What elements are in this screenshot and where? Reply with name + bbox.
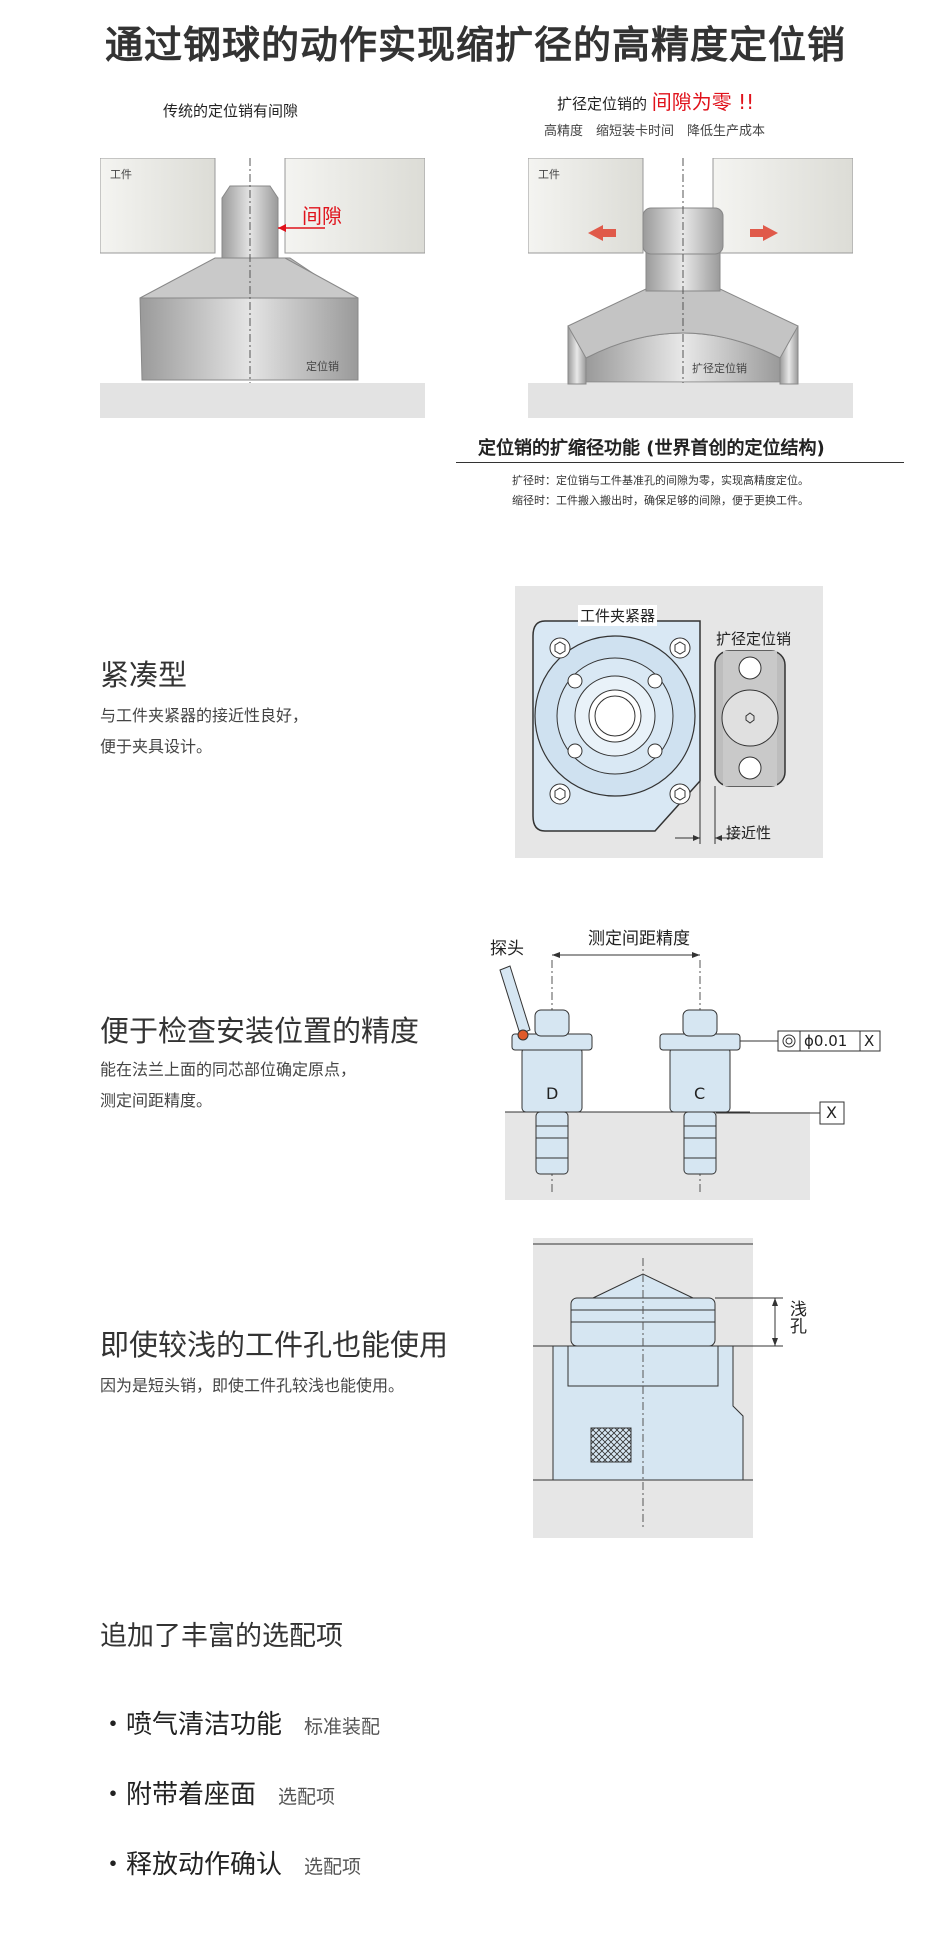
mark-c: C: [694, 1084, 706, 1103]
mark-d: D: [546, 1084, 559, 1103]
option-tag: 选配项: [278, 1786, 336, 1808]
gap-label: 间隙: [302, 204, 342, 228]
bullet-dot: ・: [100, 1850, 127, 1880]
workpiece-left-block: [100, 158, 216, 254]
tolerance-value: ϕ0.01: [804, 1032, 848, 1050]
measure-label: 测定间距精度: [588, 929, 690, 949]
proximity-label: 接近性: [726, 824, 772, 842]
right-subcaption: 高精度 缩短装卡时间 降低生产成本: [544, 124, 766, 139]
workpiece-label-right: 工件: [538, 168, 560, 181]
feature-compact-desc: 与工件夹紧器的接近性良好， 便于夹具设计。: [100, 700, 308, 762]
feature-inspection-line: 测定间距精度。: [100, 1091, 213, 1110]
right-pin-label: 扩径定位销: [692, 362, 747, 375]
page-title: 通过钢球的动作实现缩扩径的高精度定位销: [104, 23, 846, 67]
workpiece-right-block: [284, 158, 425, 254]
feature-compact-heading: 紧凑型: [100, 658, 188, 692]
datum-box-label: X: [826, 1103, 837, 1122]
option-tag: 选配项: [304, 1856, 362, 1878]
feature-shallow-desc: 因为是短头销，即使工件孔较浅也能使用。: [100, 1370, 404, 1401]
probe-label: 探头: [490, 939, 524, 959]
feature-inspection-line: 能在法兰上面的同芯部位确定原点，: [100, 1060, 357, 1079]
option-name: 释放动作确认: [126, 1850, 283, 1880]
function-divider: [456, 462, 904, 463]
right-caption: 扩径定位销的 间隙为零 !!: [557, 86, 754, 115]
left-caption: 传统的定位销有间隙: [163, 102, 299, 120]
option-tag: 标准装配: [304, 1716, 381, 1738]
option-item-release-confirm: ・释放动作确认选配项: [100, 1844, 361, 1881]
right-caption-prefix: 扩径定位销的: [557, 95, 648, 113]
option-item-air-blow: ・喷气清洁功能标准装配: [100, 1704, 380, 1741]
tolerance-number: 0.01: [813, 1032, 848, 1050]
option-name: 附带着座面: [126, 1780, 257, 1810]
bullet-dot: ・: [100, 1710, 127, 1740]
datum-ref: X: [864, 1032, 875, 1050]
bullet-dot: ・: [100, 1780, 127, 1810]
compact-diagram: [515, 586, 823, 858]
options-heading: 追加了丰富的选配项: [100, 1621, 343, 1652]
inspection-diagram: [499, 952, 881, 1200]
feature-compact-line: 与工件夹紧器的接近性良好，: [100, 706, 309, 725]
shallow-hole-diagram: [533, 1238, 783, 1538]
function-heading: 定位销的扩缩径功能 (世界首创的定位结构): [478, 438, 825, 459]
expanding-pin-diagram: [528, 158, 853, 418]
option-item-seating-surface: ・附带着座面选配项: [100, 1774, 335, 1811]
left-pin-label: 定位销: [306, 360, 339, 373]
feature-inspection-desc: 能在法兰上面的同芯部位确定原点， 测定间距精度。: [100, 1054, 356, 1116]
feature-compact-line: 便于夹具设计。: [100, 737, 213, 756]
conventional-pin-diagram: [100, 158, 425, 418]
shallow-hole-label: 浅孔: [786, 1300, 806, 1334]
function-line-retract: 缩径时：工件搬入搬出时，确保足够的间隙，便于更换工件。: [512, 494, 809, 507]
feature-shallow-heading: 即使较浅的工件孔也能使用: [100, 1328, 449, 1362]
expanding-pin-label: 扩径定位销: [716, 630, 792, 648]
right-caption-emphasis: 间隙为零 !!: [651, 90, 755, 114]
feature-shallow-line: 因为是短头销，即使工件孔较浅也能使用。: [100, 1376, 405, 1395]
clamp-label: 工件夹紧器: [578, 605, 658, 626]
base-plate: [100, 383, 425, 418]
feature-inspection-heading: 便于检查安装位置的精度: [100, 1014, 420, 1048]
workpiece-label-left: 工件: [110, 168, 132, 181]
option-name: 喷气清洁功能: [126, 1710, 283, 1740]
function-line-expand: 扩径时：定位销与工件基准孔的间隙为零，实现高精度定位。: [512, 474, 809, 487]
